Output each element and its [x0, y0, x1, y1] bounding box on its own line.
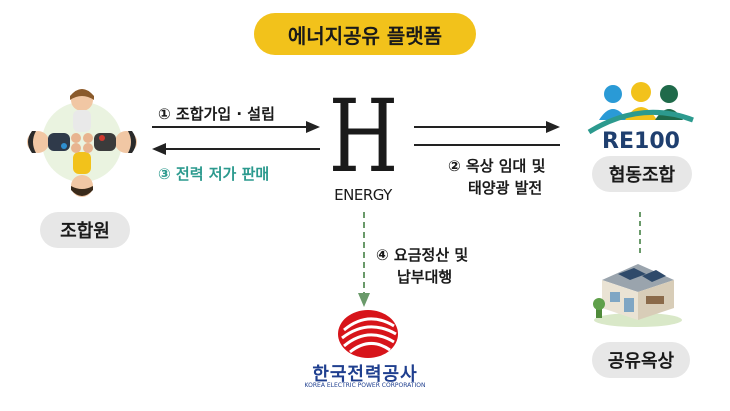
title-badge: 에너지공유 플랫폼	[254, 13, 476, 55]
step1-label: ① 조합가입 · 설립	[158, 105, 275, 123]
step3-label: ③ 전력 저가 판매	[158, 165, 270, 183]
step4-label-line2: 납부대행	[397, 268, 453, 286]
step2-arrow-top	[414, 121, 560, 133]
step1-arrow	[152, 121, 320, 133]
kepco-name: 한국전력공사	[312, 364, 418, 385]
members-label: 조합원	[40, 212, 130, 248]
coop-label: 협동조합	[592, 156, 692, 192]
members-illustration	[27, 89, 137, 197]
coop-rooftop-connector	[639, 212, 641, 256]
re100-logo: RE100	[587, 82, 694, 152]
h-letter: H	[328, 78, 399, 195]
rooftop-label: 공유옥상	[592, 342, 690, 378]
energy-word: ENERGY	[334, 186, 392, 204]
rooftop-label-text: 공유옥상	[607, 351, 675, 372]
rooftop-house-illustration	[593, 264, 682, 327]
step4-arrow	[358, 212, 370, 307]
kepco-logo	[338, 310, 398, 358]
members-label-text: 조합원	[60, 221, 110, 242]
h-energy-logo: H ENERGY	[320, 82, 406, 212]
step2-label-line2: 태양광 발전	[468, 179, 543, 197]
coop-label-text: 협동조합	[608, 165, 676, 186]
step2-arrow-bottom	[414, 144, 560, 146]
title-text: 에너지공유 플랫폼	[287, 23, 443, 48]
step4-label-line1: ④ 요금정산 및	[376, 246, 469, 264]
step3-arrow	[152, 143, 320, 155]
kepco-subtitle: KOREA ELECTRIC POWER CORPORATION	[304, 382, 426, 389]
re100-text: RE100	[602, 129, 680, 152]
step2-label-line1: ② 옥상 임대 및	[448, 157, 546, 175]
